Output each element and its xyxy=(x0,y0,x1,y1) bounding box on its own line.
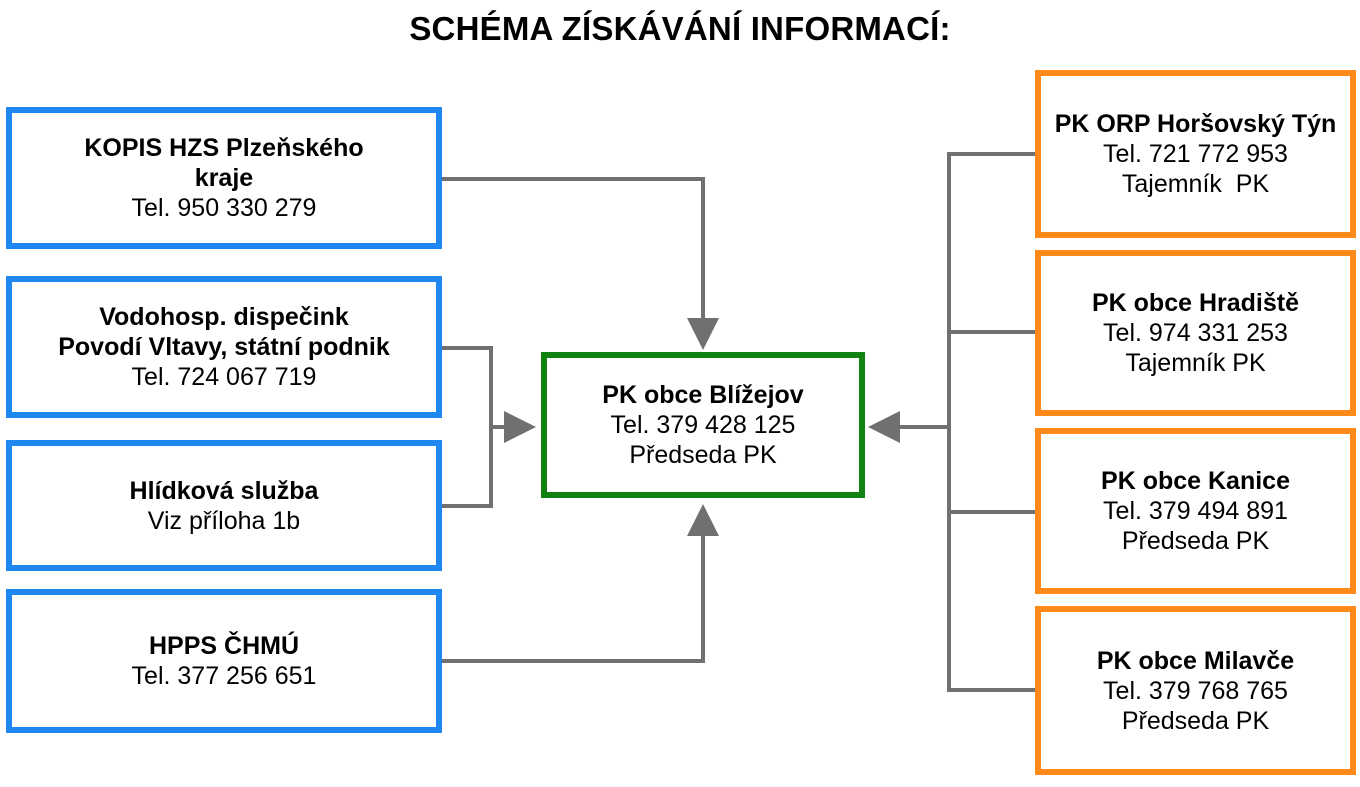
source-box-kopis: KOPIS HZS Plzeňského kraje Tel. 950 330 … xyxy=(6,107,442,249)
target-name: PK obce Milavče xyxy=(1096,646,1295,675)
connector-vodohosp xyxy=(441,346,493,508)
target-name: PK obce Kanice xyxy=(1101,467,1290,495)
target-name: PK obce Hradiště xyxy=(1091,289,1299,317)
connector-hpps xyxy=(441,504,719,663)
source-name-cont: kraje xyxy=(194,164,254,192)
target-role: Předseda PK xyxy=(1121,706,1270,735)
target-box-milavce: PK obce Milavče Tel. 379 768 765 Předsed… xyxy=(1035,606,1356,775)
target-box-horsovsky-tyn: PK ORP Horšovský Týn Tel. 721 772 953 Ta… xyxy=(1035,70,1356,238)
target-phone: Tel. 379 768 765 xyxy=(1103,676,1288,705)
diagram-title: SCHÉMA ZÍSKÁVÁNÍ INFORMACÍ: xyxy=(409,10,951,47)
center-box-blizejov: PK obce Blížejov Tel. 379 428 125 Předse… xyxy=(541,352,865,498)
source-name: HPPS ČHMÚ xyxy=(148,632,299,660)
target-phone: Tel. 721 772 953 xyxy=(1103,140,1288,168)
target-role: Tajemník PK xyxy=(1125,349,1266,377)
source-name-cont: Povodí Vltavy, státní podnik xyxy=(58,333,390,361)
target-role: Předseda PK xyxy=(1121,527,1270,555)
target-phone: Tel. 379 494 891 xyxy=(1103,497,1288,525)
source-name: Vodohosp. dispečink xyxy=(99,303,349,331)
center-phone: Tel. 379 428 125 xyxy=(610,411,796,439)
source-phone: Tel. 950 330 279 xyxy=(131,194,317,222)
source-note: Viz příloha 1b xyxy=(147,506,301,535)
source-box-hlidkova: Hlídková služba Viz příloha 1b xyxy=(6,440,442,571)
source-phone: Tel. 724 067 719 xyxy=(131,363,317,391)
target-phone: Tel. 974 331 253 xyxy=(1103,319,1288,347)
center-role: Předseda PK xyxy=(629,441,777,469)
source-phone: Tel. 377 256 651 xyxy=(131,662,317,690)
connector-kopis xyxy=(441,177,719,350)
source-box-hpps: HPPS ČHMÚ Tel. 377 256 651 xyxy=(6,589,442,733)
target-role: Tajemník PK xyxy=(1121,170,1270,198)
source-name: KOPIS HZS Plzeňského xyxy=(84,134,364,162)
target-name: PK ORP Horšovský Týn xyxy=(1054,110,1337,138)
source-box-vodohosp: Vodohosp. dispečink Povodí Vltavy, státn… xyxy=(6,276,442,418)
target-box-hradiste: PK obce Hradiště Tel. 974 331 253 Tajemn… xyxy=(1035,250,1356,416)
source-name: Hlídková služba xyxy=(129,476,319,505)
connector-right-bus xyxy=(947,152,1036,692)
target-box-kanice: PK obce Kanice Tel. 379 494 891 Předseda… xyxy=(1035,428,1356,594)
center-name: PK obce Blížejov xyxy=(602,381,804,409)
